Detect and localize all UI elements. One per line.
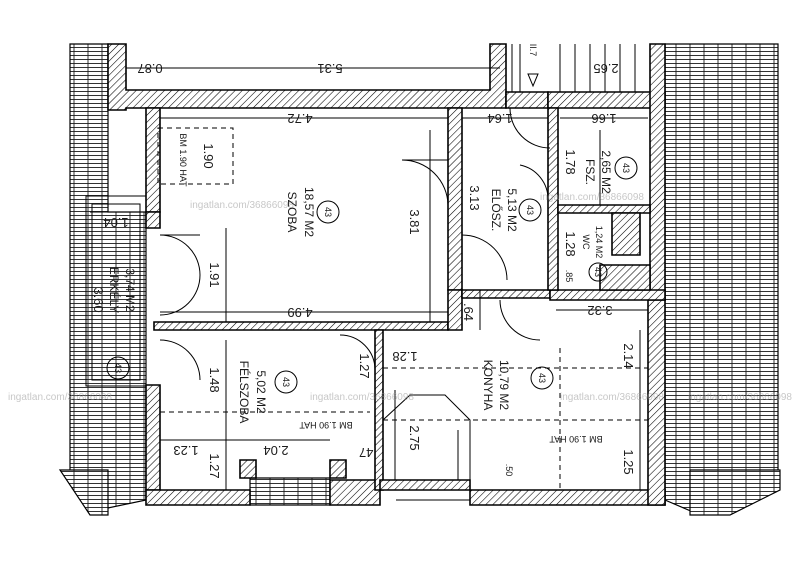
room-area: 2,65 M2 [599, 150, 613, 194]
dimension-label: 1.23 [173, 443, 198, 458]
dimension-lines [90, 67, 648, 490]
dimension-label: II.7 [528, 44, 538, 57]
room-level: 43 [621, 163, 631, 173]
balcony-outline [85, 195, 147, 387]
room-szoba: SZOBA 18,57 M2 43 [285, 187, 340, 237]
roof-bottom [249, 469, 781, 516]
dimension-label: 2.04 [263, 443, 288, 458]
room-konyha: KONYHA 10,79 M2 43 [481, 360, 554, 411]
watermark: ingatlan.com/36866098 [190, 200, 294, 211]
room-level: 43 [525, 205, 535, 215]
dimension-label: 1.91 [207, 262, 222, 287]
dimension-label: .50 [504, 464, 514, 477]
dimension-label: 2.65 [593, 61, 618, 76]
room-name: SZOBA [285, 192, 299, 233]
dimension-label: .47 [359, 445, 377, 460]
dimension-label: BM 1.90 HAT [549, 434, 603, 444]
roof-right [664, 43, 779, 516]
room-name: FÉLSZOBA [237, 361, 252, 424]
dimension-label: 5.31 [317, 61, 342, 76]
room-area: 18,57 M2 [302, 187, 316, 237]
room-name: WC [581, 235, 591, 250]
room-area: 1,24 M2 [594, 226, 604, 259]
watermark: ingatlan.com/36866098 [8, 392, 112, 403]
dimension-labels: 0.87 5.31 II.7 2.65 4.72 1.64 1.66 1.90 … [91, 44, 636, 479]
room-felszoba: FÉLSZOBA 5,02 M2 43 [237, 361, 298, 424]
dimension-label: 1.90 [201, 143, 216, 168]
room-name: ERKÉLY [107, 267, 122, 313]
dimension-label: 2.14 [621, 343, 636, 368]
watermark: ingatlan.com/36866098 [560, 392, 664, 403]
dimension-label: 1.25 [621, 449, 636, 474]
dimension-label: 1.66 [591, 111, 616, 126]
dimension-label: 3.13 [467, 185, 482, 210]
dimension-label: 1.04 [103, 215, 128, 230]
dimension-label: 1.64 [487, 111, 512, 126]
ceiling-lines [157, 127, 648, 490]
dimension-label: 1.28 [563, 231, 578, 256]
room-area: 5,02 M2 [254, 370, 268, 414]
watermarks: ingatlan.com/36866098 ingatlan.com/36866… [8, 192, 792, 403]
walls [107, 43, 666, 506]
dimension-label: BM 1.90 HAT [299, 420, 353, 430]
dimension-label: 1.27 [207, 453, 222, 478]
dimension-label: .64 [461, 303, 476, 321]
room-wc: WC 1,24 M2 43 [581, 226, 608, 282]
dimension-label: 3.81 [407, 209, 422, 234]
dimension-label: 3.60 [91, 287, 106, 312]
dimension-label: 2.75 [407, 425, 422, 450]
dimension-label: 1.78 [563, 149, 578, 174]
room-area: 3,74 M2 [123, 268, 137, 312]
dimension-label: 3.32 [587, 303, 612, 318]
watermark: ingatlan.com/36866098 [310, 392, 414, 403]
room-name: KONYHA [481, 360, 495, 411]
room-name: ELŐSZ. [489, 189, 504, 232]
room-name: FSZ. [583, 159, 597, 185]
dimension-label: 4.99 [287, 305, 312, 320]
room-area: 10,79 M2 [497, 360, 511, 410]
room-level: 43 [281, 377, 291, 387]
room-furdo: FSZ. 2,65 M2 43 [583, 150, 638, 194]
dimension-label: 4.72 [287, 111, 312, 126]
room-area: 5,13 M2 [505, 188, 519, 232]
dimension-label: 0.87 [137, 61, 162, 76]
room-erkely: ERKÉLY 3,74 M2 43 [106, 267, 137, 380]
dimension-label: .85 [564, 270, 574, 283]
room-level: 43 [537, 373, 547, 383]
stairs [511, 44, 636, 92]
dimension-label: 1.48 [207, 367, 222, 392]
room-level: 43 [113, 363, 123, 373]
room-eloszoba: ELŐSZ. 5,13 M2 43 [489, 188, 542, 232]
watermark: ingatlan.com/36866098 [540, 192, 644, 203]
dimension-label: 1.28 [392, 349, 417, 364]
doors [159, 107, 551, 381]
dimension-label: BM 1.90 HAT [178, 133, 188, 187]
dimension-label: 1.27 [357, 353, 372, 378]
room-level: 43 [593, 267, 603, 277]
room-level: 43 [323, 207, 333, 217]
watermark: ingatlan.com/36866098 [688, 392, 792, 403]
